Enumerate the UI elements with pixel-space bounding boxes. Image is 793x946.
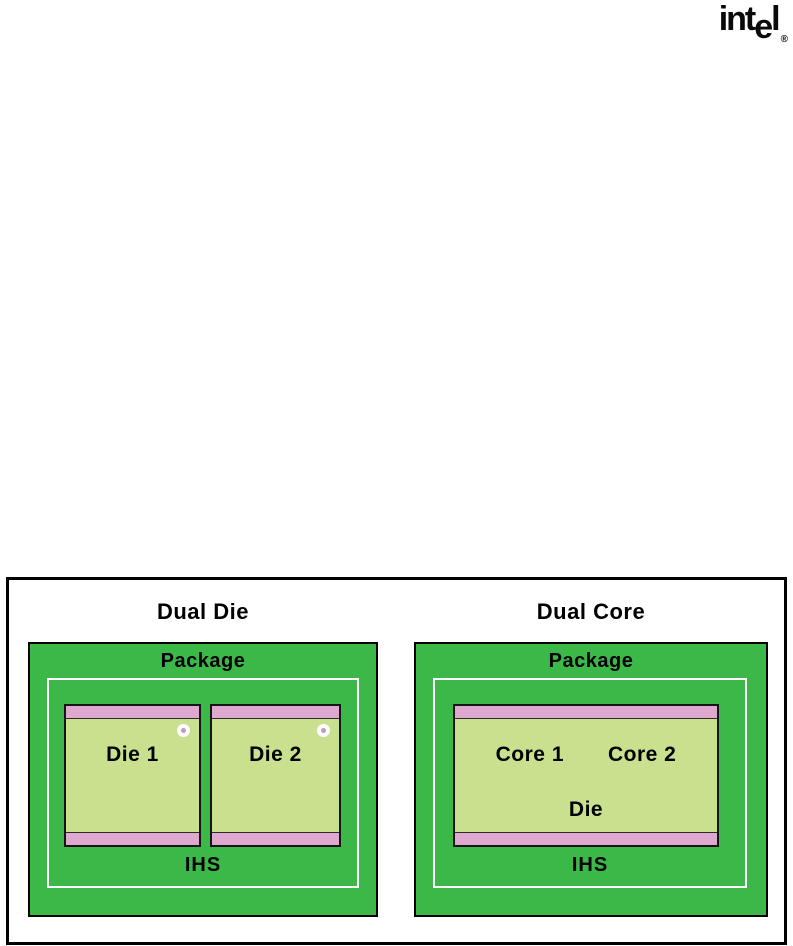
core2-label: Core 2	[608, 743, 677, 766]
dual-core-die-block: Core 1 Core 2 Die	[453, 704, 719, 847]
dual-core-die-label: Die	[568, 798, 604, 821]
die1-label: Die 1	[106, 743, 159, 766]
die2-marker-dot-icon	[317, 724, 330, 737]
die2-body: Die 2	[212, 719, 339, 832]
die2-block: Die 2	[210, 704, 341, 847]
registered-trademark-icon: ®	[780, 34, 788, 45]
dual-core-die-bottom-strip	[455, 832, 717, 845]
dual-die-package-label: Package	[160, 650, 246, 672]
die1-bottom-strip	[66, 832, 199, 845]
dual-die-ihs-boundary	[47, 678, 359, 888]
die1-body: Die 1	[66, 719, 199, 832]
dual-die-ihs-label: IHS	[184, 854, 222, 876]
dual-core-die-top-strip	[455, 706, 717, 719]
die2-bottom-strip	[212, 832, 339, 845]
die2-label: Die 2	[249, 743, 302, 766]
die1-block: Die 1	[64, 704, 201, 847]
dual-die-title: Dual Die	[156, 599, 250, 624]
dual-core-package-label: Package	[548, 650, 634, 672]
core1-label: Core 1	[495, 743, 564, 766]
die1-top-strip	[66, 706, 199, 719]
die2-top-strip	[212, 706, 339, 719]
die1-marker-dot-icon	[177, 724, 190, 737]
intel-logo-text-l: l	[771, 0, 781, 38]
intel-logo-text-int: int	[718, 0, 757, 38]
intel-logo: intel®	[718, 0, 788, 45]
dual-core-ihs-label: IHS	[571, 854, 609, 876]
core-labels-row: Core 1 Core 2	[455, 719, 717, 767]
dual-core-die-body: Core 1 Core 2 Die	[455, 719, 717, 832]
dual-core-ihs-boundary	[433, 678, 747, 888]
intel-logo-dropped-e: e	[754, 8, 773, 46]
dual-core-title: Dual Core	[536, 599, 646, 624]
